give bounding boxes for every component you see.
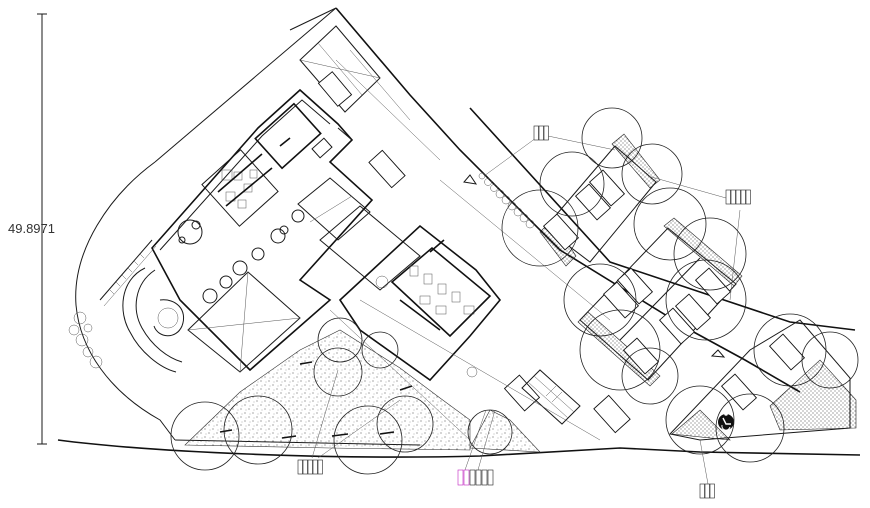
main-building — [151, 88, 374, 373]
central-building — [297, 177, 502, 382]
garden-area — [184, 309, 541, 453]
road — [359, 174, 726, 441]
restroom-fixtures — [201, 149, 279, 227]
dimension-label: 49.8971 — [8, 221, 55, 236]
trees — [170, 107, 859, 475]
hedge-row — [478, 172, 535, 229]
entrance-area — [289, 7, 441, 161]
shrubs-left — [68, 311, 103, 369]
curved-feature — [99, 239, 184, 373]
wheelchair-icon — [718, 412, 734, 431]
stairs — [521, 369, 581, 425]
parking-lot-middle — [577, 217, 743, 387]
dimension-line — [37, 13, 47, 445]
parking-cars-middle — [368, 149, 631, 434]
leader-lines — [311, 135, 741, 485]
parking-lot-lower — [669, 319, 857, 441]
callout-tag-group — [297, 125, 751, 499]
